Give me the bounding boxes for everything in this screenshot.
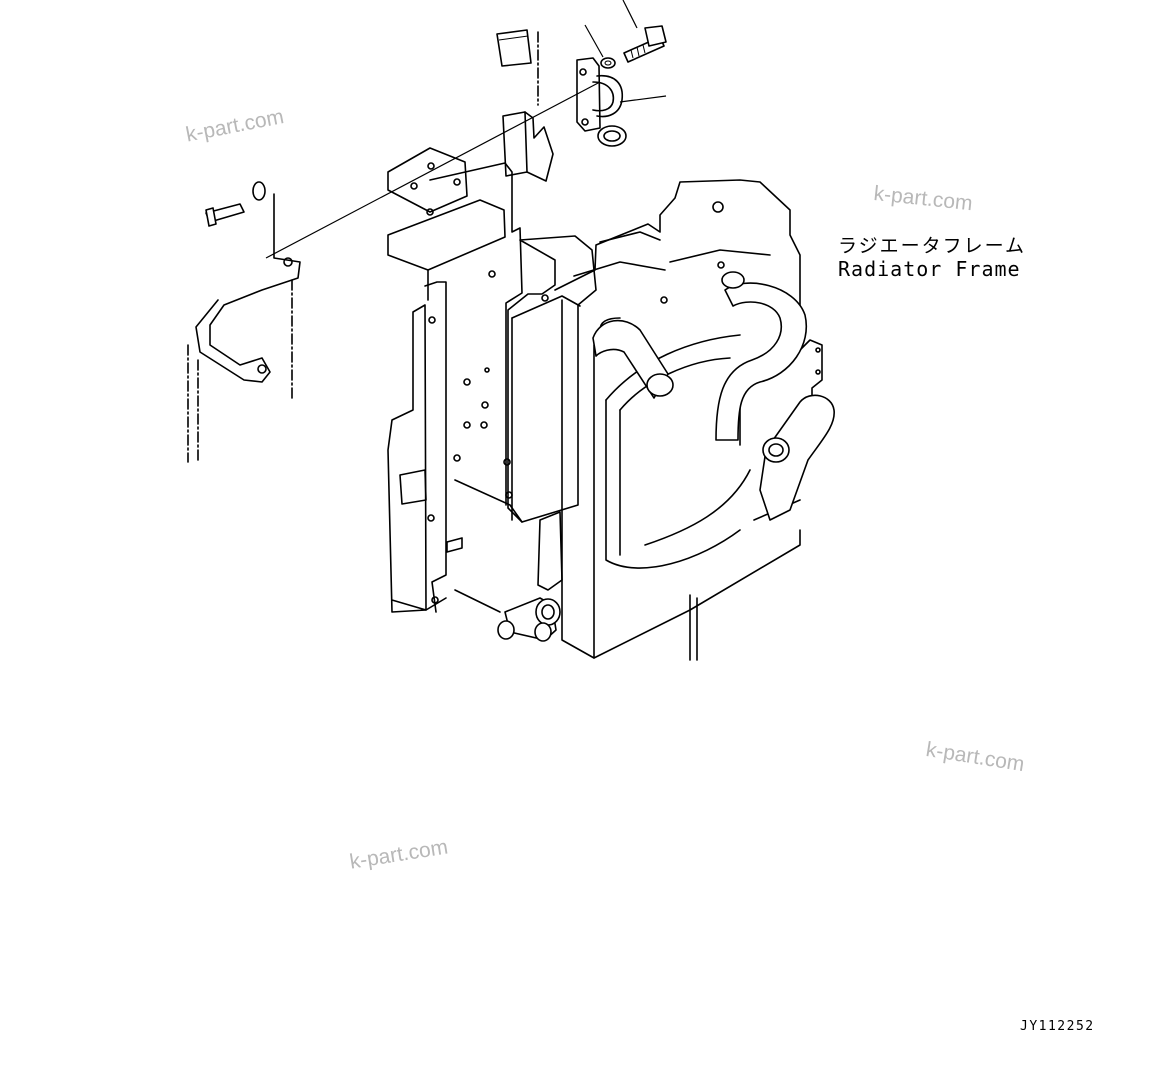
left-bracket [187,181,301,463]
radiator-core [554,179,823,661]
drain-valve [446,511,563,642]
cooler-block [453,235,597,523]
frame-body [387,147,523,613]
upper-plates [265,29,601,259]
drawing-code: JY112252 [1020,1019,1095,1034]
part-label-japanese: ラジエータフレーム [838,235,1027,257]
radiator-hoses [592,271,835,521]
top-bolt [622,0,667,63]
top-washer [584,24,616,69]
hose-clamp [576,57,667,147]
part-label-english: Radiator Frame [838,257,1021,281]
